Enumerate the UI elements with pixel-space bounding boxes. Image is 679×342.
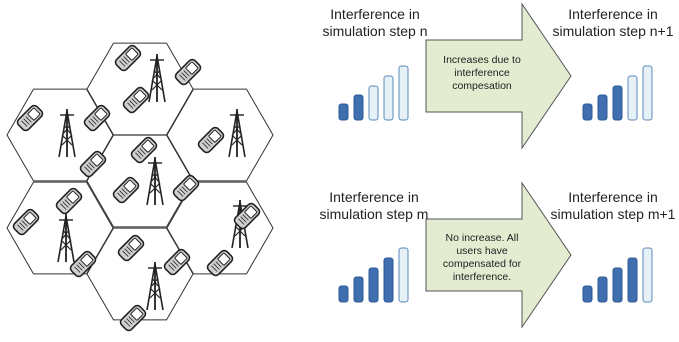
step-n1-label-line1: Interference in	[568, 6, 658, 22]
signal-bar-inactive	[627, 75, 638, 121]
arrow-text-no-increase: No increase. All users have compensated …	[427, 232, 537, 284]
signal-bar-inactive	[383, 75, 394, 121]
signal-bars-step-m1	[582, 247, 653, 303]
signal-bar-active	[338, 103, 349, 121]
signal-bar-inactive	[642, 65, 653, 121]
signal-bar-active	[627, 257, 638, 303]
signal-bar-active	[353, 276, 364, 303]
step-m-label: Interference in simulation step m	[313, 189, 435, 223]
signal-bar-inactive	[368, 85, 379, 121]
arrow-text-increase-line1: Increases due to	[443, 54, 521, 66]
arrow-text-increase: Increases due to interference compesatio…	[427, 54, 537, 93]
signal-bars-step-n	[338, 65, 409, 121]
arrow-text-no-increase-line3: compensated for	[442, 258, 522, 270]
step-n1-label: Interference in simulation step n+1	[548, 6, 678, 40]
arrow-text-increase-line2: interference	[454, 67, 510, 79]
signal-bar-active	[582, 103, 593, 121]
signal-bar-active	[597, 276, 608, 303]
cell-hexagon-7	[86, 227, 194, 321]
step-n-label-line2: simulation step n	[322, 23, 428, 39]
step-n-label: Interference in simulation step n	[314, 6, 436, 40]
signal-bar-active	[582, 285, 593, 303]
signal-bar-active	[597, 94, 608, 121]
signal-bars-step-n1	[582, 65, 653, 121]
arrow-text-no-increase-line4: interference.	[452, 271, 512, 283]
signal-bar-active	[368, 267, 379, 303]
signal-bar-inactive	[398, 65, 409, 121]
arrow-text-increase-line3: compesation	[452, 80, 512, 92]
signal-bar-active	[338, 285, 349, 303]
step-m-label-line1: Interference in	[329, 189, 419, 205]
arrow-text-no-increase-line1: No increase. All	[445, 232, 519, 244]
signal-bar-active	[612, 85, 623, 121]
signal-bars-step-m	[338, 247, 409, 303]
step-n-label-line1: Interference in	[330, 6, 420, 22]
step-m-label-line2: simulation step m	[319, 206, 429, 222]
right-arrow-icon	[425, 181, 572, 329]
step-m1-label: Interference in simulation step m+1	[548, 189, 678, 223]
signal-bar-inactive	[398, 247, 409, 303]
arrow-text-no-increase-line2: users have	[456, 245, 508, 257]
step-n1-label-line2: simulation step n+1	[552, 23, 674, 39]
signal-bar-inactive	[642, 247, 653, 303]
right-arrow-icon	[425, 2, 572, 150]
step-m1-label-line1: Interference in	[568, 189, 658, 205]
signal-bar-active	[353, 94, 364, 121]
step-m1-label-line2: simulation step m+1	[550, 206, 676, 222]
signal-bar-active	[612, 267, 623, 303]
signal-bar-active	[383, 257, 394, 303]
